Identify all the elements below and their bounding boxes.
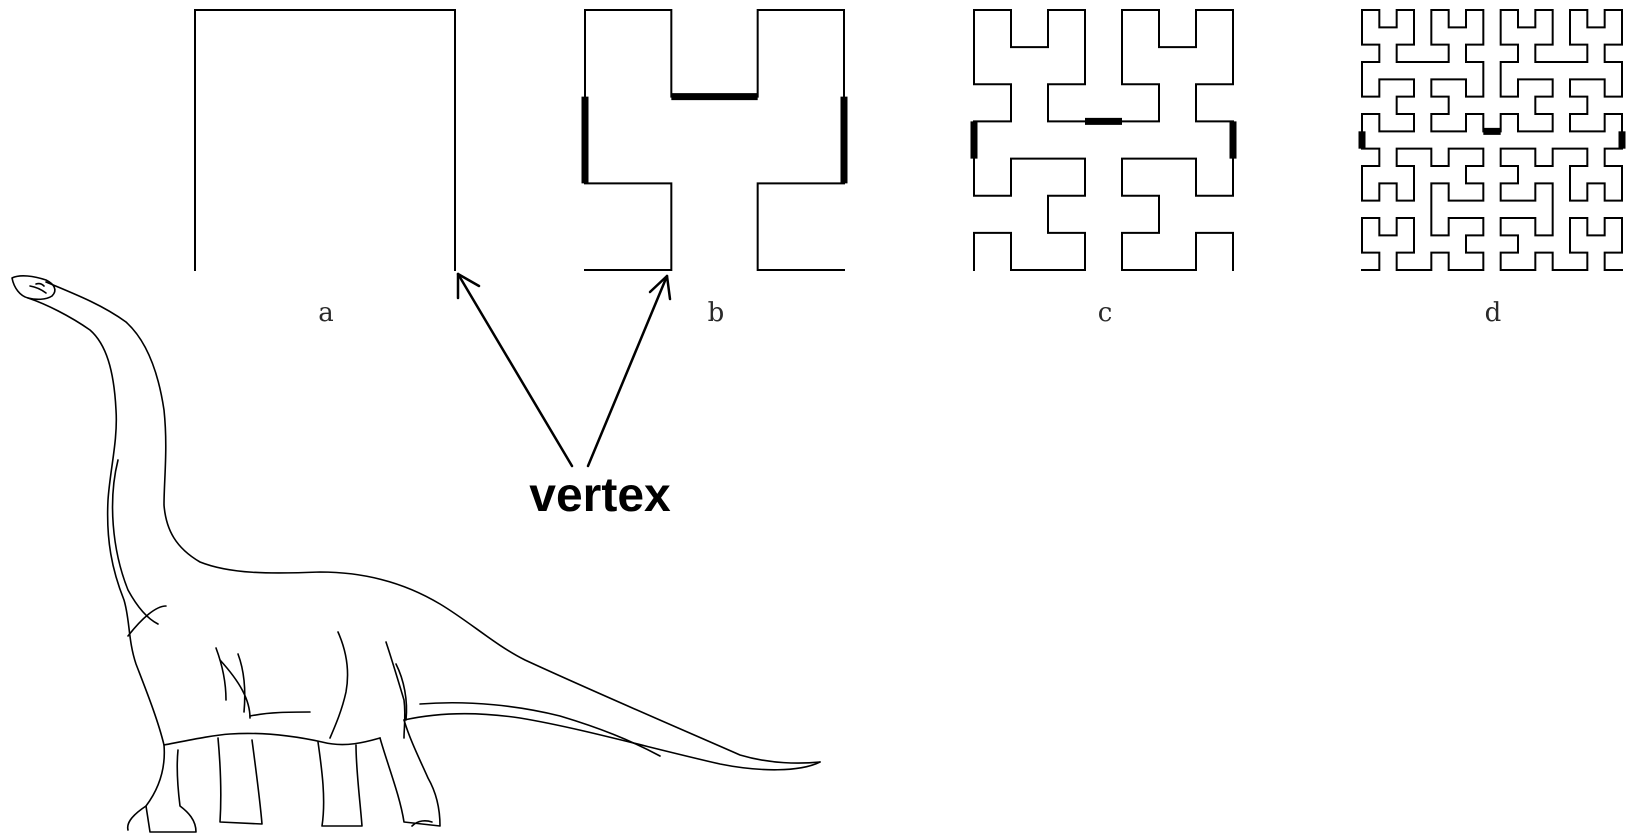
arrowhead-a (456, 272, 481, 300)
hilbert-curve-a (194, 9, 456, 271)
hilbert-curve-b (584, 9, 845, 271)
arrow-to-panel-b-vertex (586, 274, 669, 468)
dinosaur-drawing (11, 275, 821, 833)
arrowhead-b (648, 274, 672, 301)
arrow-to-panel-a-vertex (456, 272, 574, 468)
vertex-arrows (456, 272, 672, 468)
hilbert-curve-c (973, 9, 1234, 271)
panel-label-b: b (707, 298, 725, 328)
panel-label-d: d (1484, 298, 1502, 328)
vertex-annotation: vertex (529, 469, 671, 522)
panel-label-a: a (318, 298, 334, 328)
panel-label-c: c (1097, 298, 1113, 328)
hilbert-curve-d (1361, 9, 1623, 271)
